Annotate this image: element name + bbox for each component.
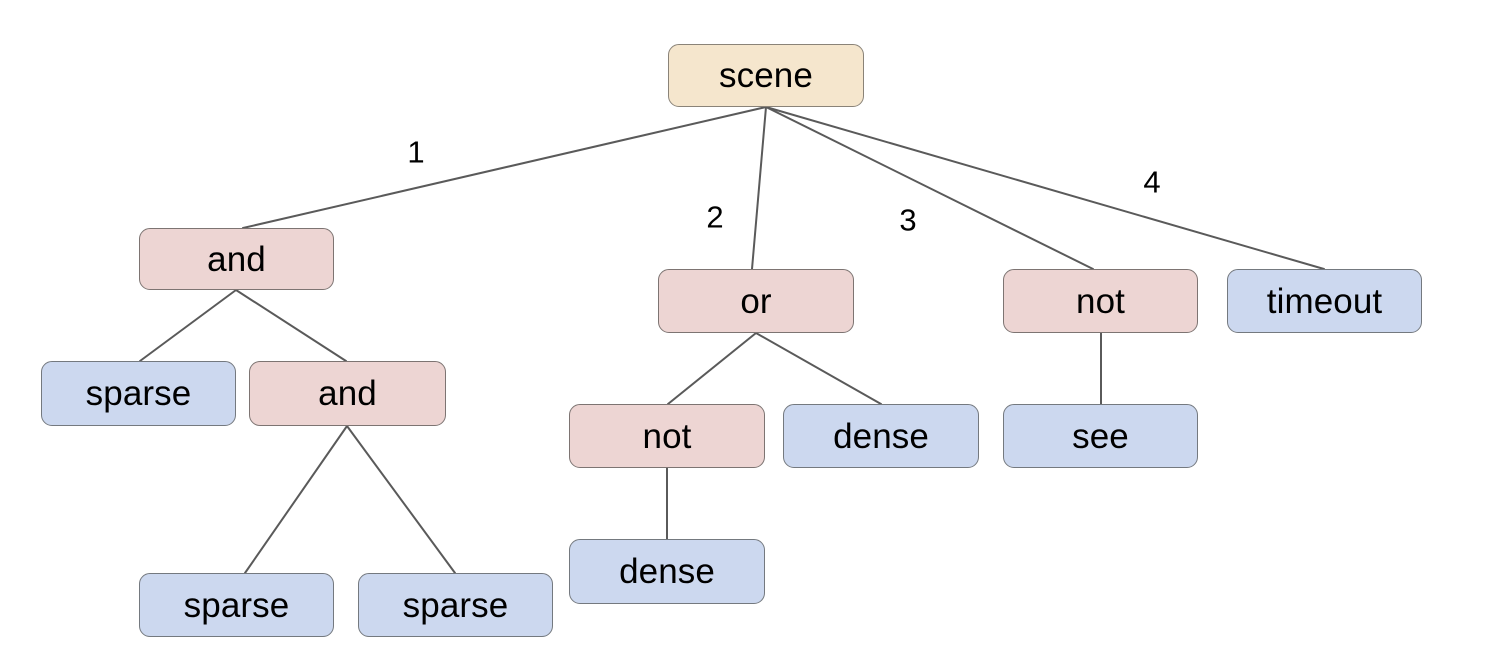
tree-edge-or1-to-not2 <box>667 332 757 405</box>
tree-node-sparse3[interactable]: sparse <box>358 573 553 637</box>
tree-edge-scene-to-or1 <box>751 106 767 270</box>
edge-label-1: 1 <box>407 134 425 170</box>
tree-node-dense1[interactable]: dense <box>783 404 979 468</box>
tree-node-not2[interactable]: not <box>569 404 765 468</box>
tree-edge-or1-to-dense1 <box>755 332 882 405</box>
tree-edge-scene-to-timeout1 <box>765 106 1325 270</box>
tree-edge-scene-to-and1 <box>242 106 767 229</box>
edge-label-2: 2 <box>706 199 724 235</box>
tree-node-scene[interactable]: scene <box>668 44 864 107</box>
tree-node-dense2[interactable]: dense <box>569 539 765 604</box>
tree-edge-and1-to-and2 <box>235 289 347 362</box>
tree-node-see1[interactable]: see <box>1003 404 1198 468</box>
tree-node-sparse2[interactable]: sparse <box>139 573 334 637</box>
tree-node-and2[interactable]: and <box>249 361 446 426</box>
tree-edge-and1-to-sparse1 <box>139 289 237 362</box>
edge-label-3: 3 <box>899 202 917 238</box>
tree-node-timeout1[interactable]: timeout <box>1227 269 1422 333</box>
tree-node-sparse1[interactable]: sparse <box>41 361 236 426</box>
tree-edge-and2-to-sparse3 <box>346 425 456 574</box>
tree-node-and1[interactable]: and <box>139 228 334 290</box>
tree-node-or1[interactable]: or <box>658 269 854 333</box>
tree-edge-and2-to-sparse2 <box>244 425 348 574</box>
tree-edge-scene-to-not1 <box>765 106 1094 270</box>
tree-node-not1[interactable]: not <box>1003 269 1198 333</box>
edge-label-4: 4 <box>1143 164 1161 200</box>
